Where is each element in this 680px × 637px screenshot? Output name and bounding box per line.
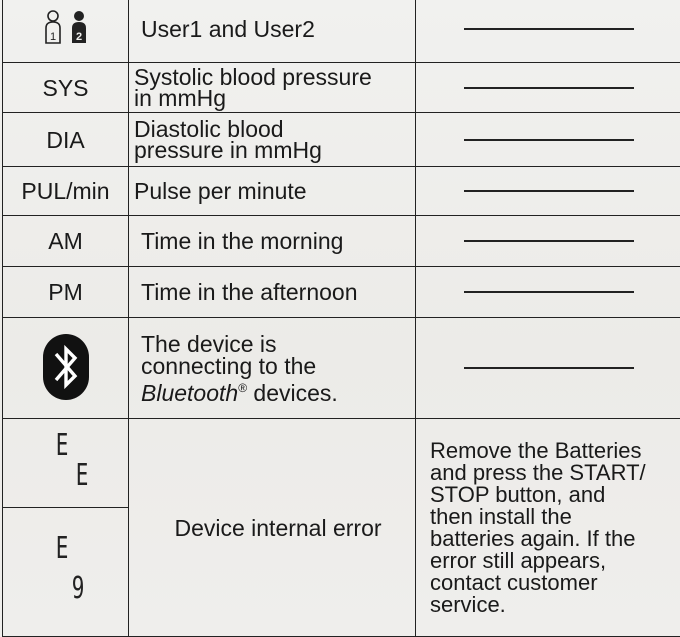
action-line: then install the (430, 503, 572, 529)
action-line: batteries again. If the (430, 525, 636, 551)
description-line: Bluetooth® devices. (141, 377, 415, 406)
table-row-dia: DIA Diastolic blood pressure in mmHg (2, 112, 680, 167)
description-line: The device is (141, 330, 277, 357)
symbol-cell: E E (2, 418, 129, 508)
error-code-top: E (55, 531, 69, 566)
blank-line (464, 27, 634, 30)
error-code-top: E (55, 428, 69, 463)
bluetooth-icon (42, 333, 89, 400)
description-line: connecting to the (141, 352, 317, 379)
action-cell: Remove the Batteries and press the START… (415, 418, 680, 637)
table-row-sys: SYS Systolic blood pressure in mmHg (2, 62, 680, 113)
description-line: Diastolic blood (134, 115, 284, 142)
error-code-bottom: 9 (71, 571, 85, 606)
symbol-cell: PM (2, 266, 129, 318)
symbol-cell: SYS (2, 62, 129, 113)
blank-line (464, 190, 634, 192)
error-code-ee: E E (3, 419, 128, 507)
blank-line (464, 86, 634, 89)
action-cell (415, 317, 680, 419)
description-line: Systolic blood pressure (134, 63, 372, 90)
blank-line (464, 367, 634, 369)
table-row-error-ee: E E Device internal error Remove the Bat… (2, 418, 680, 637)
description-line: pressure in mmHg (134, 136, 322, 163)
action-cell (415, 62, 680, 113)
table-row-users: 1 2 User1 and User2 (2, 0, 680, 63)
table-row-pul: PUL/min Pulse per minute (2, 166, 680, 216)
action-line: STOP button, and (430, 481, 606, 507)
action-cell (415, 112, 680, 167)
description-tail: devices. (247, 379, 338, 406)
description-line: in mmHg (134, 84, 227, 111)
action-line: error still appears, (430, 547, 607, 573)
table-row-pm: PM Time in the afternoon (2, 266, 680, 318)
blank-line (464, 291, 634, 293)
description-cell: Systolic blood pressure in mmHg (128, 62, 416, 113)
error-code-bottom: E (75, 458, 89, 493)
bluetooth-brand: Bluetooth (141, 379, 239, 406)
blank-line (464, 138, 634, 141)
action-cell (415, 215, 680, 267)
user2-number: 2 (75, 31, 81, 43)
table-row-error-e9: E 9 (2, 507, 680, 637)
table-row-am: AM Time in the morning (2, 215, 680, 267)
action-cell (415, 166, 680, 216)
description-cell: Time in the afternoon (128, 266, 416, 318)
symbol-cell: 1 2 (2, 0, 129, 63)
action-cell (415, 0, 680, 63)
user1-icon: 1 (44, 10, 61, 44)
action-cell (415, 266, 680, 318)
action-line: service. (430, 591, 506, 617)
action-line: and press the START/ (430, 459, 646, 485)
action-line: contact customer (430, 569, 598, 595)
user1-number: 1 (49, 31, 55, 43)
description-cell: Time in the morning (128, 215, 416, 267)
table-row-bluetooth: The device is connecting to the Bluetoot… (2, 317, 680, 419)
blank-line (464, 240, 634, 242)
error-code-e9: E 9 (3, 508, 128, 636)
action-line: Remove the Batteries (430, 437, 642, 463)
user2-icon: 2 (71, 11, 86, 43)
registered-mark: ® (238, 380, 248, 395)
symbol-cell (2, 317, 129, 419)
description-cell: Pulse per minute (128, 166, 416, 216)
description-cell: Diastolic blood pressure in mmHg (128, 112, 416, 167)
description-cell: Device internal error (128, 418, 416, 637)
description-cell: User1 and User2 (128, 0, 416, 63)
symbol-cell: PUL/min (2, 166, 129, 216)
symbol-cell: E 9 (2, 507, 129, 637)
description-cell: The device is connecting to the Bluetoot… (128, 317, 416, 419)
symbol-cell: DIA (2, 112, 129, 167)
symbol-cell: AM (2, 215, 129, 267)
